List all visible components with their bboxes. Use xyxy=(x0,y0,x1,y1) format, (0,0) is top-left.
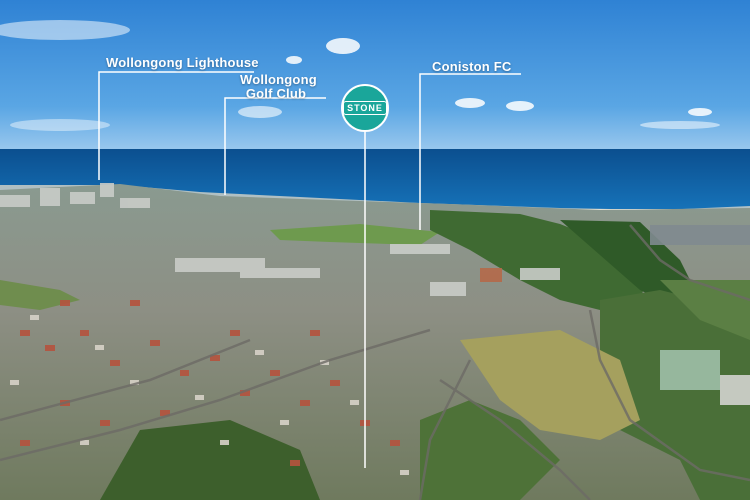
clouds xyxy=(0,20,720,131)
roads xyxy=(0,224,750,500)
coniston-fc-label: Coniston FC xyxy=(432,59,512,74)
city-blocks xyxy=(0,183,750,405)
coniston-leader-line xyxy=(419,73,521,230)
stone-logo-pin: STONE xyxy=(341,84,389,132)
golf-club-label: Wollongong Golf Club xyxy=(240,72,317,101)
golf-club-leader-line xyxy=(224,97,326,195)
stone-logo-text: STONE xyxy=(343,101,387,115)
lighthouse-leader-line xyxy=(98,71,254,180)
lighthouse-label: Wollongong Lighthouse xyxy=(106,55,259,70)
